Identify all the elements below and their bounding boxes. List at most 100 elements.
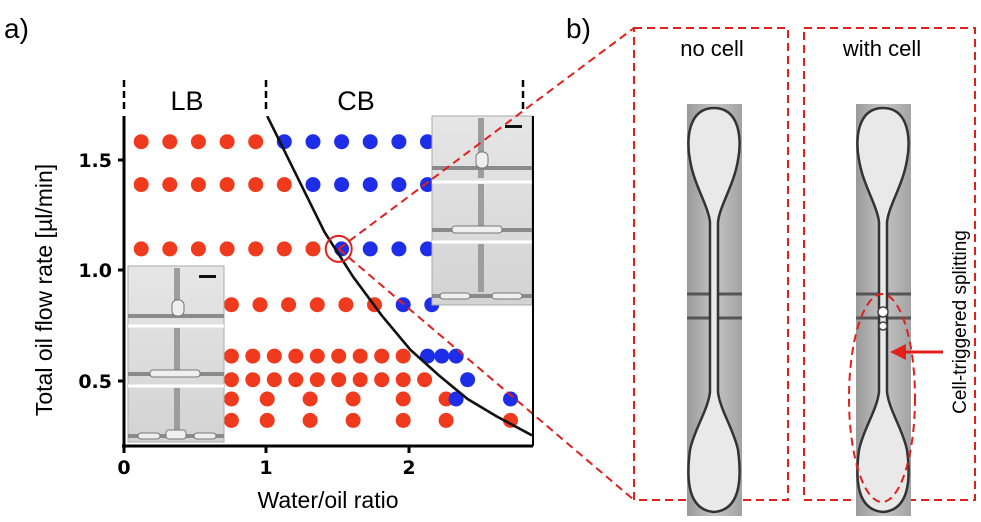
data-point-cb: [362, 177, 378, 193]
data-point-lb: [248, 134, 264, 150]
scale-bar: [505, 125, 522, 128]
data-point-lb: [395, 391, 411, 407]
inset-lb-micrographs: [127, 265, 225, 443]
data-point-cb: [391, 134, 407, 150]
data-point-lb: [190, 177, 206, 193]
panel-label-b: b): [566, 13, 591, 44]
data-point-cb: [305, 134, 321, 150]
data-point-lb: [133, 177, 149, 193]
title-with-cell: with cell: [842, 36, 921, 61]
x-axis-title: Water/oil ratio: [257, 487, 398, 513]
data-point-lb: [133, 241, 149, 257]
data-point-cb: [420, 348, 435, 364]
data-point-lb: [288, 348, 304, 364]
data-point-lb: [223, 412, 239, 428]
data-point-cb: [362, 241, 378, 257]
data-point-lb: [248, 177, 264, 193]
panel-label-a: a): [4, 13, 29, 44]
data-point-lb: [395, 412, 411, 428]
data-point-lb: [223, 391, 239, 407]
data-point-lb: [266, 348, 282, 364]
data-point-lb: [133, 134, 149, 150]
data-point-lb: [190, 134, 206, 150]
data-point-lb: [190, 241, 206, 257]
data-point-lb: [219, 241, 235, 257]
data-point-cb: [391, 177, 407, 193]
data-point-cb: [434, 348, 450, 364]
regime-label-lb: LB: [170, 86, 203, 116]
scale-bar: [199, 275, 216, 278]
data-point-cb: [305, 177, 321, 193]
micrograph-with-cell: [848, 104, 943, 516]
regime-boundary-curve: [266, 116, 532, 437]
data-point-lb: [245, 348, 261, 364]
data-point-lb: [259, 412, 275, 428]
data-point-cb: [362, 134, 378, 150]
data-point-lb: [259, 391, 275, 407]
title-no-cell: no cell: [680, 36, 744, 61]
data-point-lb: [248, 241, 264, 257]
data-point-lb: [503, 412, 518, 428]
data-point-lb: [223, 372, 239, 388]
inset-cb-micrographs: [431, 115, 533, 306]
data-point-lb: [374, 372, 390, 388]
cell: [877, 306, 889, 318]
splitting-region-ellipse: [848, 293, 916, 503]
data-point-lb: [345, 391, 361, 407]
micrograph-no-cell: [687, 104, 742, 516]
data-point-cb: [420, 241, 435, 257]
data-point-lb: [266, 372, 282, 388]
data-point-lb: [252, 297, 268, 313]
data-point-lb: [352, 372, 368, 388]
data-point-cb: [460, 372, 476, 388]
data-point-lb: [338, 297, 354, 313]
data-point-lb: [162, 241, 178, 257]
x-tick-label: 1: [259, 457, 272, 479]
zoom-line-top: [338, 27, 635, 250]
data-point-lb: [374, 348, 390, 364]
data-point-lb: [309, 297, 325, 313]
data-point-lb: [223, 297, 239, 313]
data-point-cb: [334, 134, 350, 150]
regime-label-cb: CB: [337, 86, 375, 116]
data-point-lb: [417, 372, 433, 388]
data-point-lb: [309, 348, 325, 364]
data-point-lb: [395, 372, 411, 388]
data-point-lb: [223, 348, 239, 364]
y-tick-label: 1.5: [78, 150, 112, 172]
data-point-lb: [162, 177, 178, 193]
y-tick-label: 0.5: [78, 371, 112, 393]
y-tick-label: 1.0: [78, 260, 112, 282]
x-tick-label: 2: [402, 457, 415, 479]
data-point-lb: [245, 372, 261, 388]
data-point-lb: [438, 412, 454, 428]
arrow-head-icon: [890, 344, 906, 360]
data-point-lb: [345, 412, 361, 428]
data-point-lb: [219, 177, 235, 193]
x-tick-label: 0: [117, 457, 130, 479]
data-point-cb: [391, 241, 407, 257]
data-point-lb: [331, 348, 347, 364]
data-point-lb: [305, 241, 321, 257]
data-point-lb: [281, 297, 297, 313]
data-point-lb: [309, 372, 325, 388]
data-point-lb: [395, 348, 411, 364]
data-point-lb: [162, 134, 178, 150]
data-point-lb: [302, 412, 318, 428]
highlighted-point-ring: [324, 234, 353, 263]
data-point-cb: [448, 348, 464, 364]
data-point-lb: [302, 391, 318, 407]
data-point-lb: [219, 134, 235, 150]
data-point-lb: [331, 372, 347, 388]
data-point-lb: [276, 177, 292, 193]
data-point-cb: [334, 177, 350, 193]
data-point-cb: [503, 391, 518, 407]
y-axis-title: Total oil flow rate [µl/min]: [31, 164, 57, 416]
data-point-cb: [420, 134, 435, 150]
annotation-cell-triggered-splitting: Cell-triggered splitting: [950, 230, 971, 414]
data-point-cb: [420, 177, 435, 193]
axes: [118, 116, 534, 453]
data-point-cb: [448, 391, 464, 407]
data-point-lb: [276, 241, 292, 257]
